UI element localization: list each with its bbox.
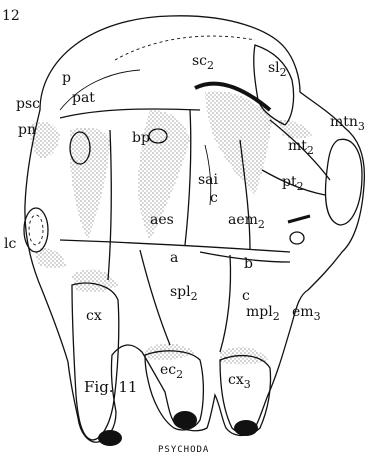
label-ec2: ec2 [160, 362, 183, 381]
label-a: a [170, 250, 178, 266]
label-mt2: mt2 [288, 138, 314, 157]
coxa-2-tip [173, 411, 197, 429]
label-aes: aes [150, 212, 174, 228]
label-pn: pn [18, 122, 36, 138]
label-pat: pat [72, 90, 95, 106]
label-sl2: sl2 [268, 60, 287, 79]
label-cx: cx [86, 308, 102, 324]
label-b: b [244, 256, 253, 272]
label-sai: sai [198, 172, 219, 188]
label-pt2: pt2 [282, 174, 304, 193]
label-p: p [62, 70, 71, 86]
label-aem2: aem2 [228, 212, 265, 231]
posterior-spiracle [290, 232, 304, 244]
label-cx3: cx3 [228, 372, 251, 391]
coxa-1-tip [98, 430, 122, 446]
label-em3: em3 [292, 304, 321, 323]
pat-line [60, 109, 200, 118]
label-mpl2: mpl2 [246, 304, 280, 323]
label-c-lower: c [242, 288, 250, 304]
lc-spiracle-inner [29, 215, 43, 245]
posterior-spiracle-bar [288, 216, 310, 222]
label-c-upper: c [210, 190, 218, 206]
figure-caption: PSYCHODA [158, 445, 209, 455]
stipple-mt [278, 120, 312, 139]
label-psc: psc [16, 96, 40, 112]
plate-number: 12 [2, 8, 20, 24]
spl-line [140, 250, 170, 345]
label-spl2: spl2 [170, 284, 198, 303]
coxa-3-tip [234, 420, 258, 436]
figure-label: Fig. 11 [84, 378, 137, 396]
label-bp: bp [132, 130, 150, 146]
scutum-dashed-line [115, 36, 255, 60]
stipple-coxa1 [72, 269, 118, 292]
mpl-line [220, 255, 231, 352]
mtn3-halter [326, 139, 362, 225]
label-lc: lc [4, 236, 16, 252]
body-outline [25, 16, 364, 442]
stipple-coxa2 [145, 343, 195, 360]
lc-spiracle [24, 208, 48, 252]
label-sc2: sc2 [192, 53, 214, 72]
